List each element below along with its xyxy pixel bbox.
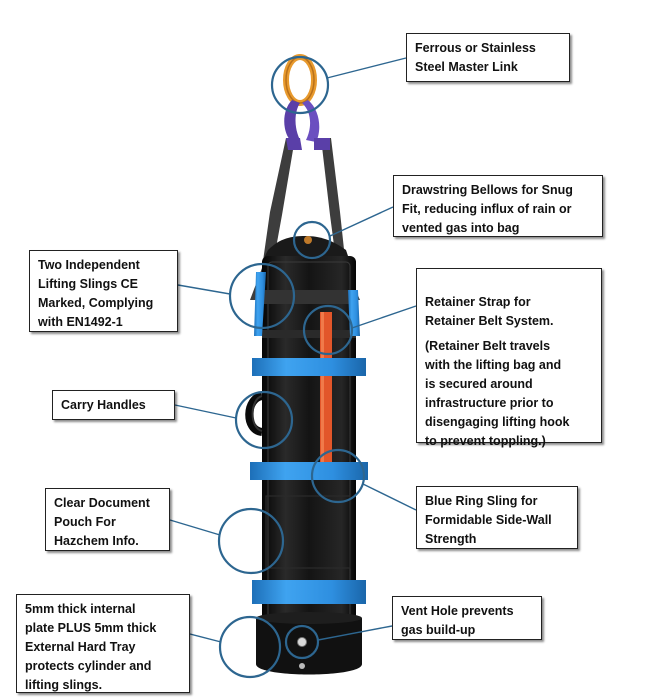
circle-retainer-strap <box>302 304 354 356</box>
leader-vent-hole <box>317 625 393 641</box>
callout-hard-tray: 5mm thick internal plate PLUS 5mm thick … <box>16 594 190 693</box>
vent-hole-icon <box>297 637 307 647</box>
retainer-strap-note: (Retainer Belt travels with the lifting … <box>425 339 570 448</box>
lifting-sling-icon <box>250 138 360 300</box>
callout-lifting-slings: Two Independent Lifting Slings CE Marked… <box>29 250 178 332</box>
master-link-icon <box>283 54 317 106</box>
callout-carry-handles: Carry Handles <box>52 390 175 420</box>
leader-lifting-slings <box>177 284 231 295</box>
circle-master-link <box>270 55 330 115</box>
drawstring-bellows-icon <box>262 236 350 262</box>
callout-ring-sling: Blue Ring Sling for Formidable Side-Wall… <box>416 486 578 549</box>
circle-drawstring <box>292 220 332 260</box>
leader-document-pouch <box>169 519 221 536</box>
circle-ring-sling <box>310 448 366 504</box>
callout-retainer-strap: Retainer Strap for Retainer Belt System.… <box>416 268 602 448</box>
hard-tray-icon <box>256 612 362 675</box>
carry-handle-icon <box>245 392 264 436</box>
leader-ring-sling <box>362 483 417 511</box>
callout-document-pouch: Clear Document Pouch For Hazchem Info. <box>45 488 170 551</box>
blue-ring-sling-icon <box>250 272 368 604</box>
circle-lifting-slings <box>228 262 296 330</box>
leader-carry-handles <box>174 404 237 419</box>
leader-hard-tray <box>189 633 222 643</box>
circle-carry-handles <box>234 390 294 450</box>
leader-drawstring <box>329 206 394 237</box>
leader-retainer-strap <box>351 305 417 329</box>
circle-hard-tray <box>218 615 282 679</box>
bag-body <box>262 256 356 634</box>
retainer-strap-title: Retainer Strap for Retainer Belt System. <box>425 295 554 328</box>
leader-master-link <box>326 57 407 79</box>
callout-drawstring: Drawstring Bellows for Snug Fit, reducin… <box>393 175 603 237</box>
circle-document-pouch <box>217 507 285 575</box>
document-pouch-icon <box>265 495 351 569</box>
circle-vent-hole <box>284 624 320 660</box>
purple-loop-icon <box>284 100 320 142</box>
callout-vent-hole: Vent Hole prevents gas build-up <box>392 596 542 640</box>
callout-master-link: Ferrous or Stainless Steel Master Link <box>406 33 570 82</box>
